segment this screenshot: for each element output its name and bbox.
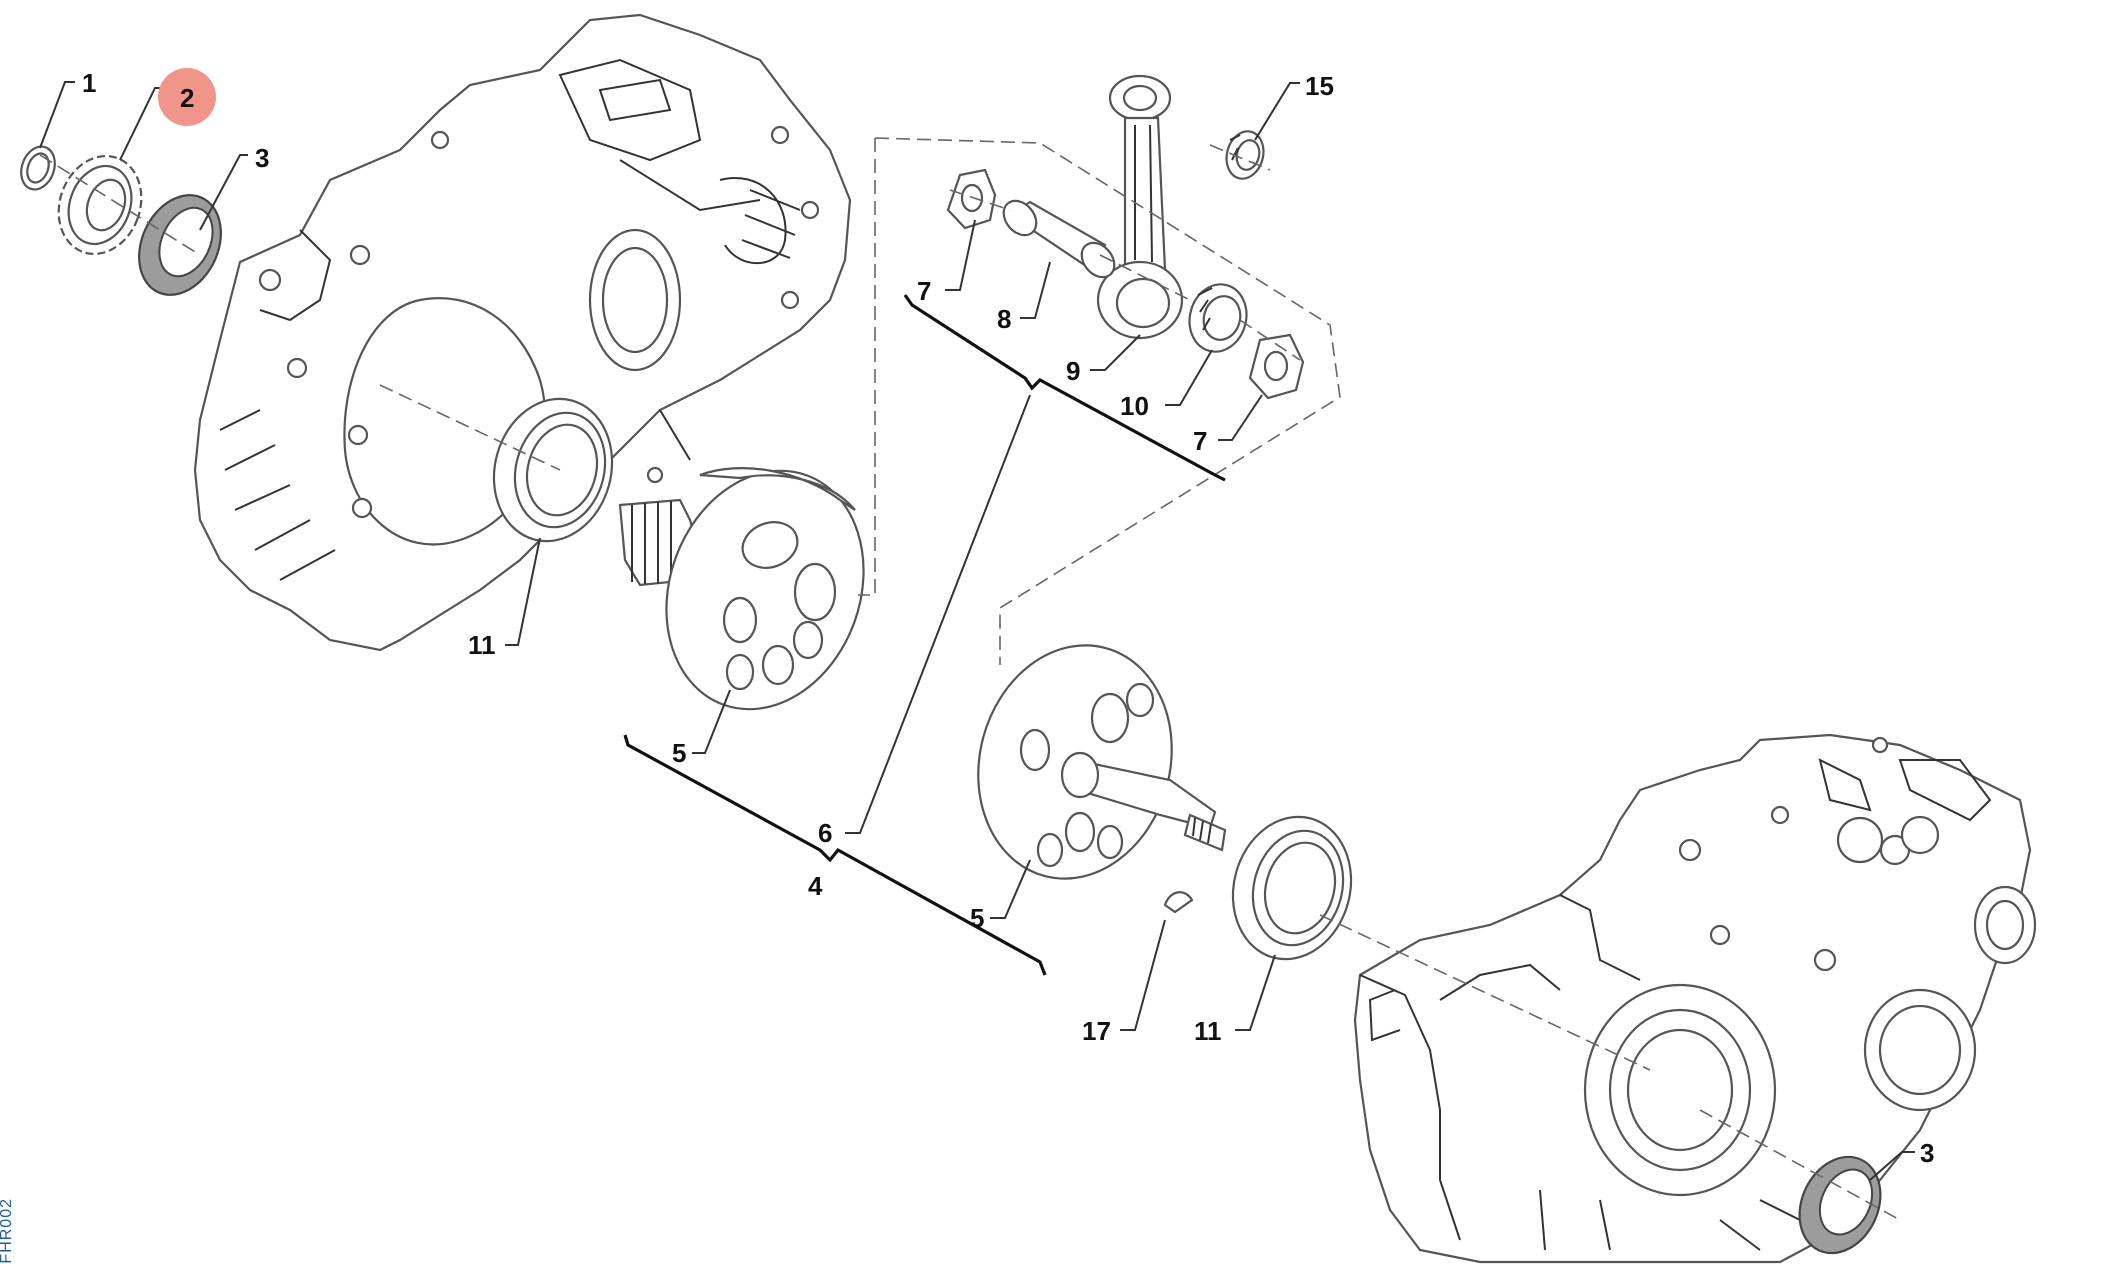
callout-9[interactable]: 9	[1066, 356, 1080, 386]
callout-17[interactable]: 17	[1082, 1016, 1111, 1046]
oil-seal-lower	[1798, 1155, 1882, 1255]
thrust-washer-upper	[946, 168, 997, 230]
woodruff-key	[1163, 891, 1194, 914]
crank-web-right	[977, 644, 1227, 880]
brace-conrod-kit	[903, 294, 1226, 482]
callout-3-lower[interactable]: 3	[1920, 1138, 1934, 1168]
callout-7-upper[interactable]: 7	[917, 276, 931, 306]
callout-2[interactable]: 2	[180, 83, 194, 113]
callout-1[interactable]: 1	[82, 68, 96, 98]
needle-bearing-small-end	[1225, 130, 1265, 180]
main-bearing-lower	[1231, 815, 1353, 961]
selected-callout-highlight	[158, 68, 216, 126]
callout-6[interactable]: 6	[818, 818, 832, 848]
right-crankcase-half	[1353, 733, 2037, 1264]
callout-5-left[interactable]: 5	[672, 738, 686, 768]
callout-8[interactable]: 8	[997, 304, 1011, 334]
left-crankcase-half	[193, 13, 852, 652]
thrust-washer-lower	[1248, 333, 1305, 400]
callout-10[interactable]: 10	[1120, 391, 1149, 421]
oil-seal-upper	[138, 194, 222, 296]
crank-pin	[1002, 199, 1116, 279]
callout-4[interactable]: 4	[808, 871, 823, 901]
brace-crankshaft-assembly	[623, 734, 1047, 976]
figure-code-label: FHR002	[0, 1198, 15, 1264]
callout-5-right[interactable]: 5	[970, 903, 984, 933]
connecting-rod	[1096, 74, 1184, 340]
callout-3-upper[interactable]: 3	[255, 143, 269, 173]
callout-labels: 1 2 3 15 7 8 9 10 7 11 5 6 4 5 17 11 3	[82, 68, 1934, 1168]
crank-web-left	[618, 467, 865, 711]
sprocket-gear	[57, 154, 143, 256]
snap-ring	[20, 145, 56, 191]
assembly-axis-lines	[39, 137, 1901, 1221]
callout-11-upper[interactable]: 11	[468, 630, 496, 660]
needle-bearing-big-end	[1188, 283, 1248, 353]
callout-15[interactable]: 15	[1305, 71, 1334, 101]
assembly-braces	[623, 294, 1226, 976]
leader-lines	[39, 81, 1915, 1181]
callout-7-lower[interactable]: 7	[1193, 426, 1207, 456]
callout-11-lower[interactable]: 11	[1194, 1016, 1222, 1046]
